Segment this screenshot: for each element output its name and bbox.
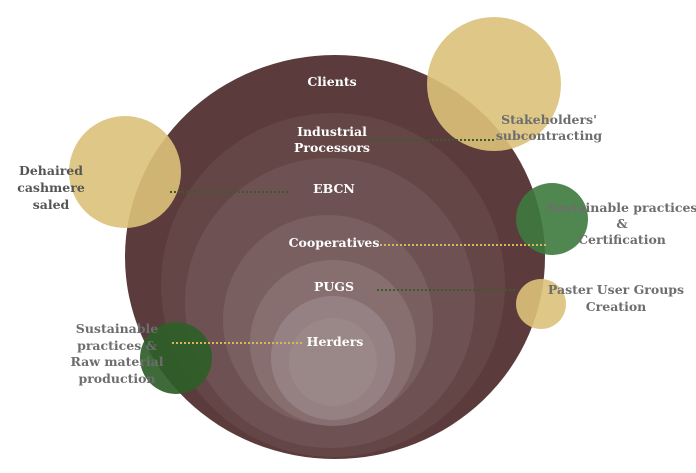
label-certification-3: Certification	[578, 232, 666, 247]
label-herders: Herders	[307, 334, 364, 349]
bubble-paster	[516, 279, 566, 329]
label-dehaired-1: Dehaired	[19, 163, 83, 178]
label-stakeholders-1: Stakeholders'	[501, 112, 597, 127]
bubble-certification	[516, 183, 588, 255]
label-clients: Clients	[307, 74, 356, 89]
label-raw-material-1: Sustainable	[76, 321, 158, 336]
ring-core	[289, 318, 377, 406]
bubble-raw-material	[140, 322, 212, 394]
label-pugs: PUGS	[314, 279, 354, 294]
label-dehaired-2: cashmere	[17, 180, 85, 195]
label-certification-2: &	[616, 216, 628, 231]
label-raw-material-2: practices &	[77, 338, 158, 353]
label-processors: Processors	[294, 140, 370, 155]
label-paster-1: Paster User Groups	[548, 282, 684, 297]
label-paster-2: Creation	[586, 299, 647, 314]
bubble-dehaired	[69, 116, 181, 228]
label-cooperatives: Cooperatives	[289, 235, 380, 250]
label-raw-material-4: production	[78, 371, 155, 386]
label-raw-material-3: Raw material	[70, 354, 163, 369]
label-ebcn: EBCN	[313, 181, 355, 196]
label-certification-1: Sustainable practices	[547, 200, 696, 215]
label-dehaired-3: saled	[33, 197, 70, 212]
ring-herders	[271, 296, 395, 420]
label-industrial: Industrial	[297, 124, 367, 139]
label-stakeholders-2: subcontracting	[496, 128, 603, 143]
bubble-stakeholders	[427, 17, 561, 151]
